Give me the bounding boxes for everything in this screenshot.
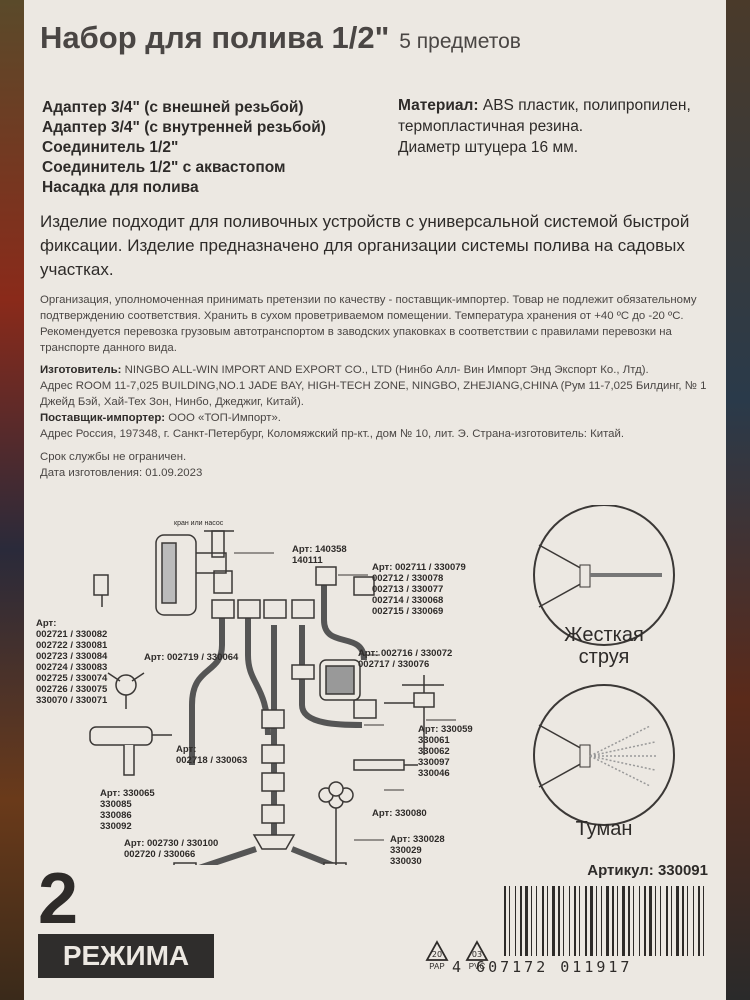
title-count: 5 предметов xyxy=(399,30,521,53)
svg-text:20: 20 xyxy=(432,950,442,959)
art-connector-label: Арт: 002718 / 330063 xyxy=(176,744,248,766)
recycle-pvc-label: PVC xyxy=(468,962,486,971)
manufacture-date: Дата изготовления: 01.09.2023 xyxy=(40,467,203,479)
background-left xyxy=(0,0,26,1000)
item-list: Адаптер 3/4" (с внешней резьбой) Адаптер… xyxy=(42,98,326,198)
art-reel-label: Арт: 002716 / 330072 002717 / 330076 xyxy=(358,648,453,670)
hose-lines xyxy=(189,580,367,835)
manufacturer-address: Адрес ROOM 11-7,025 BUILDING,NO.1 JADE B… xyxy=(40,380,707,408)
list-item: Адаптер 3/4" (с внешней резьбой) xyxy=(42,99,304,116)
life-block: Срок службы не ограничен. Дата изготовле… xyxy=(40,449,440,481)
barcode xyxy=(504,886,704,956)
art-top-right-label: Арт: 002711 / 330079 002712 / 330078 002… xyxy=(372,562,466,617)
art-gun-label: Арт: 330065 330085 330086 330092 xyxy=(100,788,155,832)
art-nozzle-label: Арт: 330080 xyxy=(372,808,427,819)
article-number: Артикул: 330091 xyxy=(587,862,708,879)
art-left-label: Арт: 002721 / 330082 002722 / 330081 002… xyxy=(36,618,108,706)
background-right xyxy=(724,0,750,1000)
tap-label: кран или насос xyxy=(174,520,224,527)
connector-icon xyxy=(211,566,377,824)
small-tap-icon xyxy=(93,574,109,607)
modes-word: РЕЖИМА xyxy=(38,934,214,978)
leader-lines xyxy=(234,552,456,841)
flower-sprinkler-icon xyxy=(318,781,354,865)
mist-mode-icon xyxy=(533,684,675,826)
art-splitter-label: Арт: 002719 / 330064 xyxy=(144,652,239,663)
manufacturer-label: Изготовитель: xyxy=(40,364,122,376)
list-item: Соединитель 1/2" с аквастопом xyxy=(42,159,286,176)
importer-address: Адрес Россия, 197348, г. Санкт-Петербург… xyxy=(40,428,625,440)
sprinkler-icon xyxy=(384,675,444,755)
mode-jet-label: Жесткая струя xyxy=(564,624,644,668)
art-tap-label: Арт: 140358 140111 xyxy=(292,544,347,566)
recycle-icon: 20 03 xyxy=(425,940,489,961)
hose-reel-icon xyxy=(319,659,361,701)
description: Изделие подходит для поливочных устройст… xyxy=(40,212,690,279)
modes-count: 2 xyxy=(38,859,79,939)
spray-gun-icon xyxy=(89,726,172,776)
connection-diagram xyxy=(89,505,675,865)
jet-mode-icon xyxy=(533,505,675,646)
title-main: Набор для полива 1/2" xyxy=(40,20,390,55)
material-label: Материал: xyxy=(398,97,479,114)
product-title: Набор для полива 1/2" 5 предметов xyxy=(40,20,521,56)
mode-mist-label: Туман xyxy=(575,818,633,840)
nozzle-icon xyxy=(353,759,418,771)
importer-label: Поставщик-импортер: xyxy=(40,412,166,424)
manufacturer-block: Изготовитель: NINGBO ALL-WIN IMPORT AND … xyxy=(40,362,710,442)
list-item: Соединитель 1/2" xyxy=(42,139,179,156)
art-flower-label: Арт: 330028 330029 330030 xyxy=(390,834,445,867)
service-life: Срок службы не ограничен. xyxy=(40,451,187,463)
recycle-pap-label: PAP xyxy=(429,962,445,971)
list-item: Насадка для полива xyxy=(42,179,199,196)
splitter-icon xyxy=(107,672,145,709)
diameter-text: Диаметр штуцера 16 мм. xyxy=(398,139,579,156)
list-item: Адаптер 3/4" (с внутренней резьбой) xyxy=(42,119,326,136)
art-y-label: Арт: 002730 / 330100 002720 / 330066 xyxy=(124,838,219,860)
manufacturer-name: NINGBO ALL-WIN IMPORT AND EXPORT CO., LT… xyxy=(124,364,649,376)
organization-text: Организация, уполномоченная принимать пр… xyxy=(40,294,697,354)
barcode-number: 4 607172 011917 xyxy=(452,958,633,976)
y-splitter-icon xyxy=(173,834,347,865)
material-text: ABS пластик, полипропилен, термопластичн… xyxy=(398,97,691,135)
svg-text:03: 03 xyxy=(472,950,482,959)
tap-icon xyxy=(155,530,234,616)
art-sprinkler-label: Арт: 330059 330061 330062 330097 330046 xyxy=(418,724,473,779)
material-block: Материал: ABS пластик, полипропилен, тер… xyxy=(398,95,698,158)
importer-name: ООО «ТОП-Импорт». xyxy=(168,412,281,424)
package-card: Набор для полива 1/2" 5 предметов Адаптер… xyxy=(24,0,726,1000)
